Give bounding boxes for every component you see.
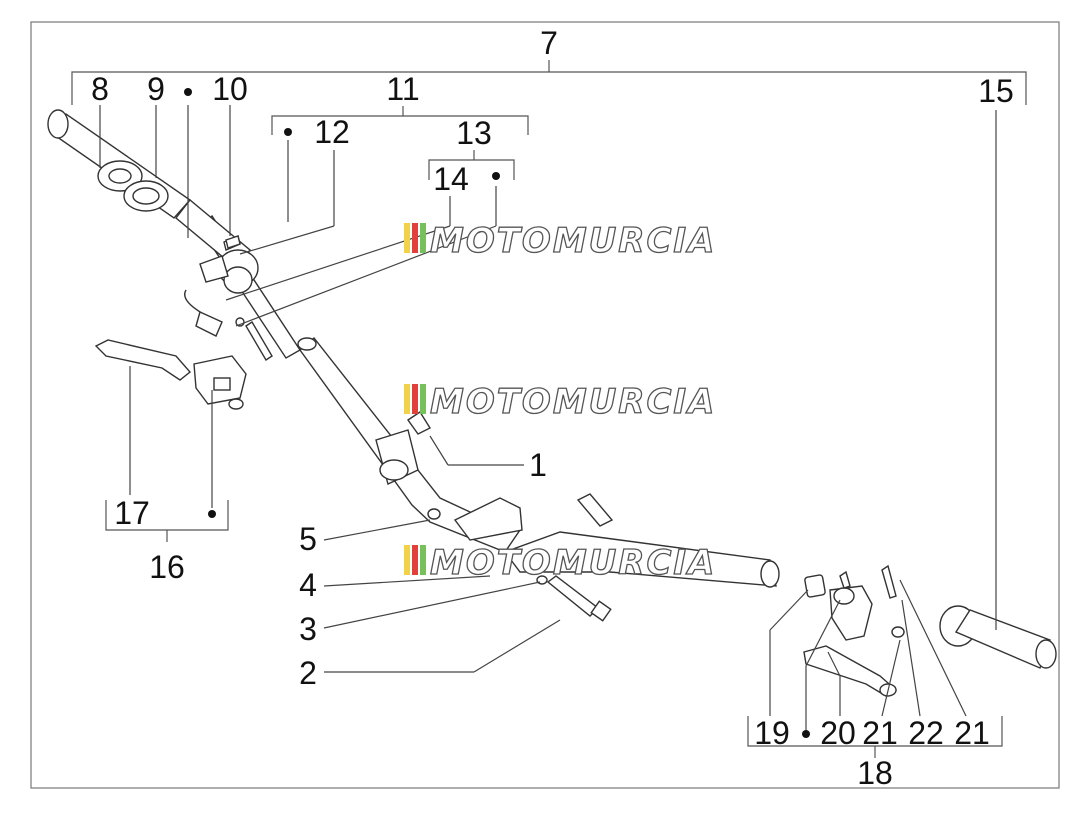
bracket-16 [105,500,229,542]
part-labels: 7 8 9 10 11 12 13 14 15 1 5 4 3 2 17 16 … [91,25,1014,791]
label-3: 3 [299,611,317,647]
label-1: 1 [529,447,547,483]
diagram-frame [30,21,1060,789]
nut-5 [427,508,441,520]
washer-22 [891,626,905,638]
label-16: 16 [149,549,185,585]
label-18: 18 [857,755,893,791]
label-10: 10 [212,71,248,107]
label-21a: 21 [862,715,898,751]
throttle-housing [184,235,259,337]
label-7: 7 [540,25,558,61]
right-brake-lever [803,645,898,697]
label-11: 11 [386,71,419,107]
label-19: 19 [754,715,790,751]
label-13: 13 [456,115,492,151]
bushing-19 [804,574,826,598]
label-22: 22 [908,715,944,751]
leader-lines [99,105,997,730]
bracket-11 [271,106,529,135]
watermark-2: MOTOMURCIA [404,381,716,423]
small-screw-right [839,570,851,589]
watermark-text: MOTOMURCIA [430,221,716,261]
label-2: 2 [299,655,317,691]
watermark-1: MOTOMURCIA [404,220,716,262]
bolt-14 [235,317,273,361]
label-20: 20 [820,715,856,751]
screw-10 [225,235,241,249]
kit-marker-dots [184,88,810,738]
label-8: 8 [91,71,109,107]
bolt-3 [546,575,612,622]
bracket-13 [428,150,515,180]
right-lever-bracket [829,585,873,641]
watermark-text: MOTOMURCIA [430,382,716,422]
washer-ring-9b [123,180,169,212]
handlebar-tube [199,214,780,588]
washer-ring-9 [97,160,143,192]
bracket-7 [71,60,1027,105]
label-14: 14 [433,161,469,197]
bracket-18 [747,716,1003,758]
label-21b: 21 [954,715,990,751]
right-grip [939,605,1057,669]
screw-21 [881,564,897,599]
label-12: 12 [314,114,350,150]
label-5: 5 [299,521,317,557]
watermark-3: MOTOMURCIA [404,542,716,584]
label-15: 15 [978,73,1014,109]
master-cylinder [193,355,247,410]
left-brake-lever [94,339,192,381]
label-4: 4 [299,567,317,603]
label-17: 17 [114,495,150,531]
watermark-text: MOTOMURCIA [430,543,716,583]
label-9: 9 [147,71,165,107]
